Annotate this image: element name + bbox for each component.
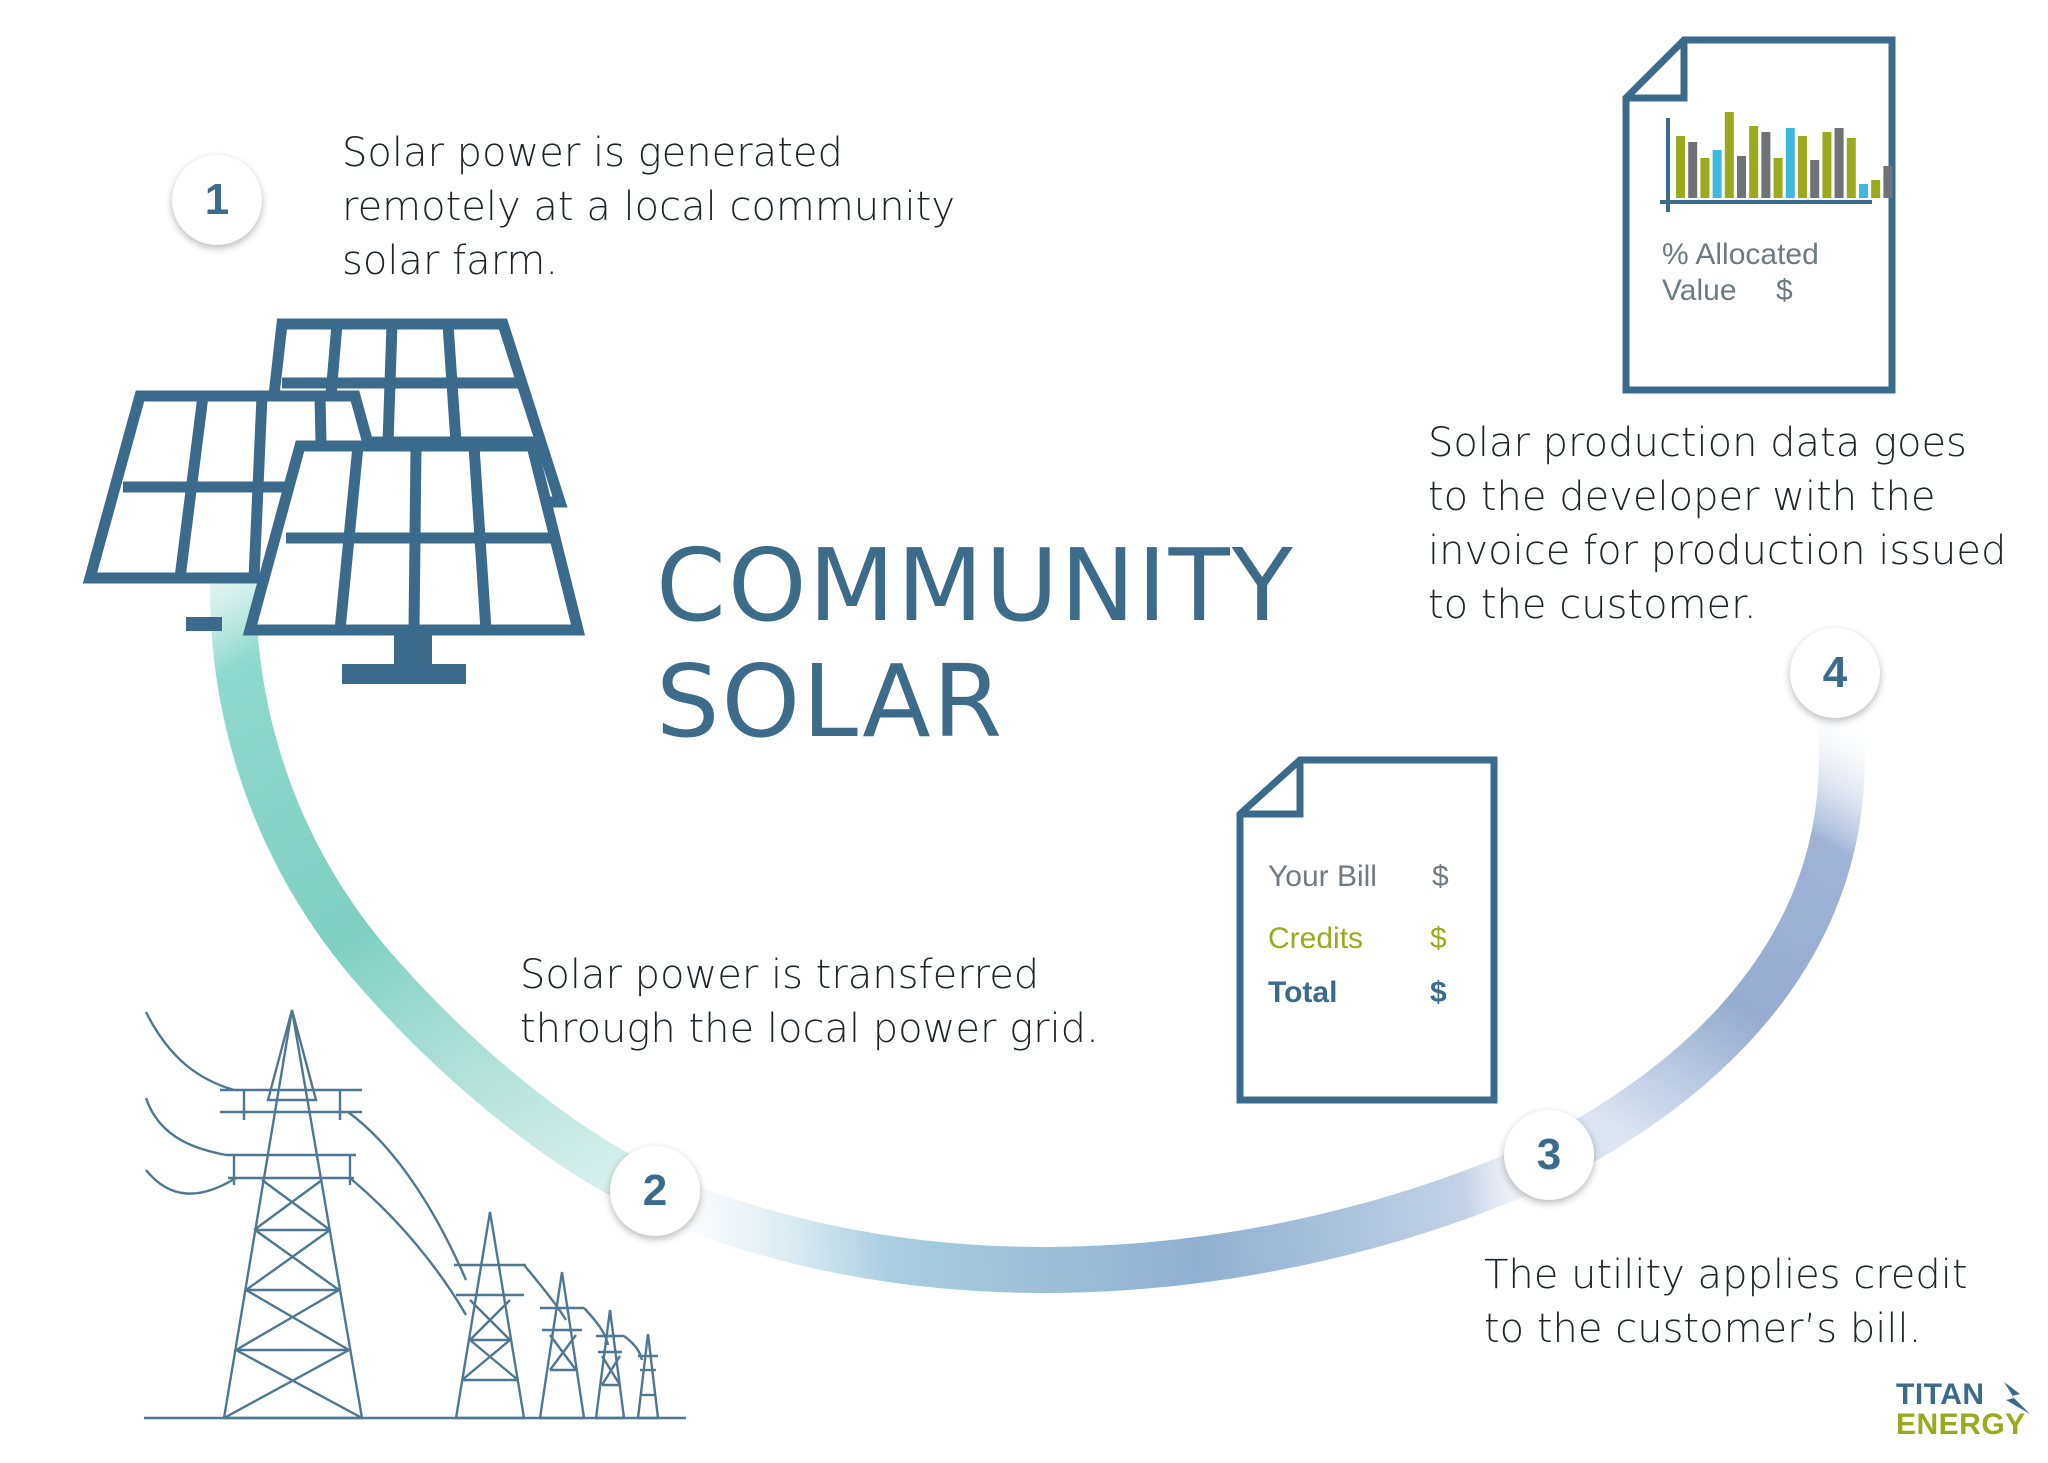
chart-bar: [1761, 132, 1771, 198]
titan-bolt-icon: [2004, 1382, 2030, 1414]
bill-total-label: Total: [1268, 976, 1338, 1009]
bill-document-icon: [1236, 756, 1498, 1104]
step-4-line-2: to the developer with the: [1428, 474, 1936, 520]
titan-energy-logo: TITAN ENERGY: [1896, 1380, 2026, 1440]
title-line-1: COMMUNITY: [656, 527, 1295, 644]
bill-total-value: $: [1430, 976, 1447, 1009]
chart-bar: [1846, 138, 1856, 198]
bar-chart-icon: [1660, 112, 1893, 212]
title-line-2: SOLAR: [656, 643, 1005, 760]
chart-bar: [1712, 150, 1722, 198]
invoice-value-label: Value: [1662, 274, 1737, 307]
step-3-description: The utility applies credit to the custom…: [1484, 1248, 1968, 1356]
chart-bar: [1883, 166, 1893, 198]
invoice-document-icon: [1622, 36, 1896, 394]
step-4-badge: 4: [1790, 628, 1880, 718]
step-1-line-3: solar farm.: [342, 238, 559, 284]
chart-bar: [1785, 128, 1795, 198]
chart-bar: [1700, 158, 1710, 198]
step-3-line-1: The utility applies credit: [1484, 1252, 1968, 1298]
flow-arc: [210, 465, 1865, 1293]
bill-your-bill-label: Your Bill: [1268, 860, 1377, 893]
page-title: COMMUNITY SOLAR: [656, 528, 1295, 760]
chart-bar: [1749, 126, 1759, 198]
chart-bar: [1834, 128, 1844, 198]
bill-credits-label: Credits: [1268, 922, 1364, 955]
chart-bar: [1737, 156, 1746, 198]
chart-bar: [1676, 136, 1685, 198]
step-1-line-1: Solar power is generated: [342, 130, 843, 176]
chart-bar: [1871, 180, 1881, 198]
step-2-line-2: through the local power grid.: [520, 1006, 1099, 1052]
chart-bar: [1798, 136, 1807, 198]
chart-bar: [1724, 112, 1734, 198]
step-2-line-1: Solar power is transferred: [520, 952, 1040, 998]
step-1-line-2: remotely at a local community: [342, 184, 956, 230]
step-4-line-1: Solar production data goes: [1428, 420, 1967, 466]
chart-bar: [1688, 142, 1698, 198]
bill-credits-value: $: [1430, 922, 1447, 955]
step-4-description: Solar production data goes to the develo…: [1428, 416, 2006, 632]
step-4-line-3: invoice for production issued: [1428, 528, 2007, 574]
step-3-line-2: to the customer’s bill.: [1484, 1306, 1922, 1352]
power-tower-icon: [144, 1009, 686, 1420]
chart-bar: [1859, 184, 1868, 198]
chart-bar: [1822, 132, 1832, 198]
step-4-line-4: to the customer.: [1428, 582, 1757, 628]
step-2-description: Solar power is transferred through the l…: [520, 948, 1099, 1056]
step-3-badge: 3: [1504, 1110, 1594, 1200]
chart-bar: [1810, 160, 1820, 198]
arc-left-segment: [210, 465, 670, 1216]
chart-bar: [1773, 158, 1783, 198]
logo-line-2: ENERGY: [1896, 1408, 2026, 1441]
step-1-badge: 1: [172, 155, 262, 245]
invoice-value-symbol: $: [1776, 274, 1793, 307]
step-1-description: Solar power is generated remotely at a l…: [342, 126, 955, 288]
solar-panel-icon: [82, 318, 586, 684]
bill-your-bill-value: $: [1432, 860, 1449, 893]
arc-bottom-segment: [650, 1139, 1560, 1293]
invoice-allocated-label: % Allocated: [1662, 238, 1819, 271]
arc-right-segment: [1539, 717, 1865, 1181]
logo-line-1: TITAN: [1896, 1378, 1985, 1411]
step-2-badge: 2: [610, 1146, 700, 1236]
